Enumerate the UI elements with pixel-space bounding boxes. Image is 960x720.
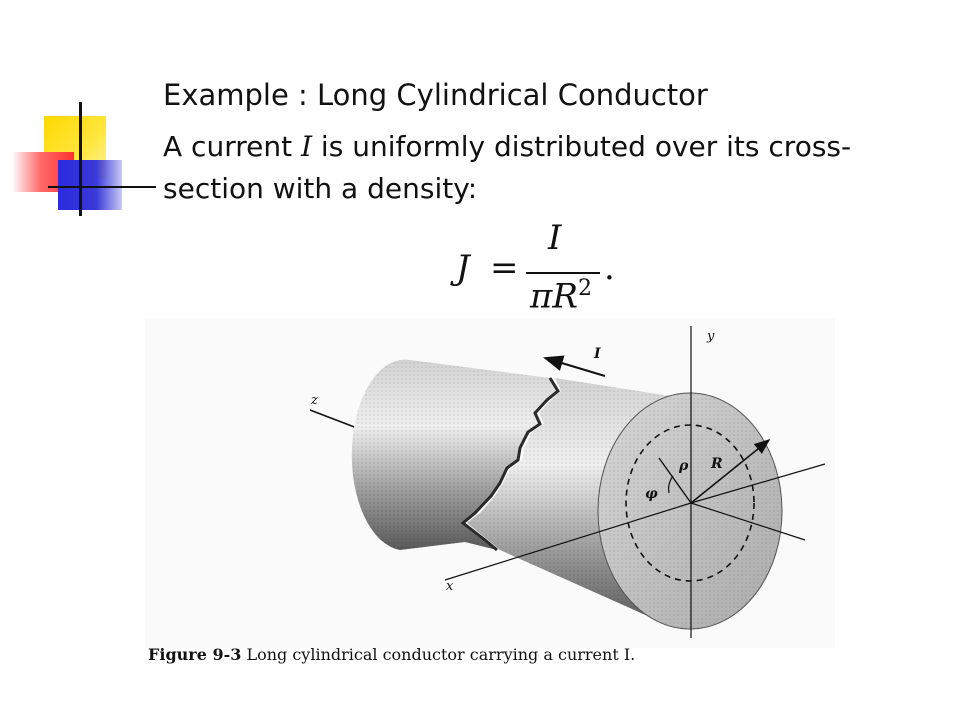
phi-label: φ <box>645 486 658 502</box>
radius-arrow <box>690 438 771 504</box>
phi-angle-arc <box>668 475 674 494</box>
decor-vertical-line <box>79 102 82 216</box>
formula-lhs: J <box>456 248 470 288</box>
cylinder-left-segment <box>351 359 558 550</box>
radius-rho-circle <box>625 424 755 582</box>
formula-period: . <box>604 248 615 288</box>
rho-label: ρ <box>678 458 689 474</box>
formula-numerator: I <box>548 218 562 258</box>
slide-content: Example : Long Cylindrical Conductor A c… <box>163 72 903 210</box>
formula-equals: = <box>490 248 519 288</box>
rho-line <box>658 457 692 504</box>
formula-denominator-base: πR <box>530 276 578 317</box>
current-variable: I <box>300 130 313 163</box>
description-paragraph: A current I is uniformly distributed ove… <box>163 126 903 210</box>
z-axis-label: z <box>310 393 318 408</box>
cylinder-figure: y z x I ρ R φ <box>145 318 835 648</box>
current-direction-arrow <box>543 355 606 377</box>
current-label: I <box>593 346 601 362</box>
figure-caption: Figure 9-3 Long cylindrical conductor ca… <box>148 645 635 664</box>
y-axis-label: y <box>706 329 715 344</box>
slide-decoration <box>0 0 200 230</box>
decor-horizontal-line <box>48 186 156 188</box>
fraction-bar <box>526 272 600 274</box>
diagonal-axis-line <box>690 502 806 541</box>
slide-title: Example : Long Cylindrical Conductor <box>163 78 708 112</box>
description-text-end: is uniformly distributed over its cross-… <box>163 130 852 205</box>
formula-exponent: 2 <box>577 276 592 301</box>
figure-caption-label: Figure 9-3 <box>148 645 242 664</box>
decor-blue-square <box>58 160 122 210</box>
formula-denominator: πR2 <box>530 276 592 316</box>
current-density-formula: J = I πR2 . <box>456 218 626 318</box>
x-axis-line <box>444 502 692 581</box>
radius-label: R <box>710 456 723 472</box>
break-edge <box>460 377 560 552</box>
x-axis-label: x <box>446 579 454 594</box>
description-text-start: A current <box>163 130 301 163</box>
figure-caption-text: Long cylindrical conductor carrying a cu… <box>246 645 636 664</box>
horizontal-axis-line <box>690 463 826 504</box>
